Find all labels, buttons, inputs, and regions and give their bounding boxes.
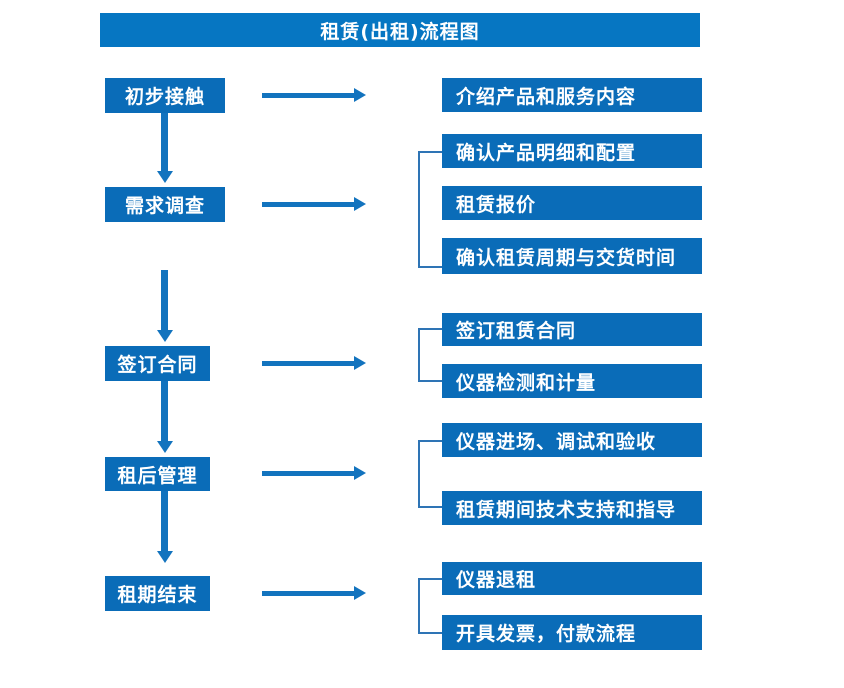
arrow-head <box>354 466 366 480</box>
arrow-head <box>354 586 366 600</box>
bracket-icon-3 <box>418 328 442 382</box>
detail-box-2-2[interactable]: 租赁报价 <box>442 186 702 220</box>
bracket-icon-5 <box>418 578 442 634</box>
arrow-shaft <box>161 381 168 442</box>
arrow-shaft <box>262 471 355 476</box>
arrow-shaft <box>262 93 355 98</box>
arrow-shaft <box>161 270 168 331</box>
right-arrow-icon-4 <box>262 466 366 480</box>
bracket-icon-4 <box>418 440 442 508</box>
right-arrow-icon-3 <box>262 356 366 370</box>
detail-box-2-1[interactable]: 确认产品明细和配置 <box>442 134 702 168</box>
detail-box-1-1[interactable]: 介绍产品和服务内容 <box>442 78 702 112</box>
page-title: 租赁(出租)流程图 <box>100 13 700 47</box>
arrow-shaft <box>262 202 355 207</box>
bracket-icon-2 <box>418 151 442 268</box>
stage-box-4[interactable]: 租后管理 <box>105 457 210 491</box>
down-arrow-icon-3 <box>157 381 173 453</box>
arrow-shaft <box>262 361 355 366</box>
detail-box-5-1[interactable]: 仪器退租 <box>442 562 702 595</box>
stage-box-5[interactable]: 租期结束 <box>105 576 210 611</box>
right-arrow-icon-5 <box>262 586 366 600</box>
stage-box-2[interactable]: 需求调查 <box>105 187 225 222</box>
detail-box-5-2[interactable]: 开具发票，付款流程 <box>442 615 702 650</box>
down-arrow-icon-4 <box>157 491 173 563</box>
down-arrow-icon-1 <box>157 113 173 183</box>
detail-box-2-3[interactable]: 确认租赁周期与交货时间 <box>442 238 702 274</box>
arrow-head <box>354 356 366 370</box>
arrow-shaft <box>262 591 355 596</box>
arrow-head <box>157 441 173 453</box>
arrow-shaft <box>161 491 168 552</box>
detail-box-4-1[interactable]: 仪器进场、调试和验收 <box>442 423 702 457</box>
arrow-head <box>157 551 173 563</box>
detail-box-3-2[interactable]: 仪器检测和计量 <box>442 364 702 398</box>
detail-box-4-2[interactable]: 租赁期间技术支持和指导 <box>442 491 702 525</box>
detail-box-3-1[interactable]: 签订租赁合同 <box>442 313 702 346</box>
stage-box-3[interactable]: 签订合同 <box>105 346 210 381</box>
arrow-shaft <box>161 113 168 172</box>
arrow-head <box>157 171 173 183</box>
arrow-head <box>354 197 366 211</box>
arrow-head <box>354 88 366 102</box>
right-arrow-icon-2 <box>262 197 366 211</box>
right-arrow-icon-1 <box>262 88 366 102</box>
down-arrow-icon-2 <box>157 270 173 342</box>
arrow-head <box>157 330 173 342</box>
stage-box-1[interactable]: 初步接触 <box>105 78 225 113</box>
